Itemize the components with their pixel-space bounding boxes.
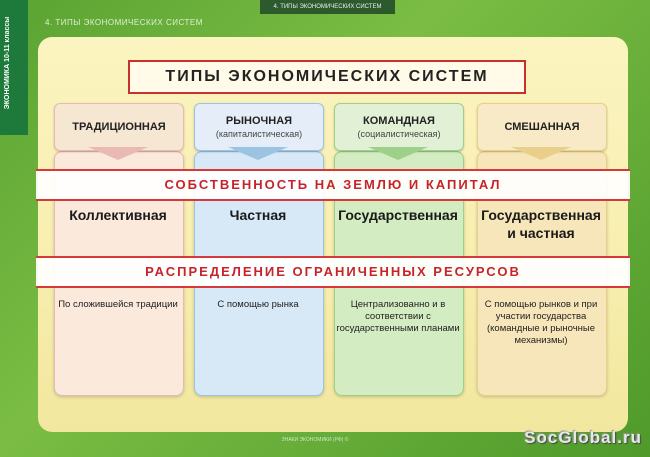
column-header: РЫНОЧНАЯ (капиталистическая) — [194, 103, 324, 151]
down-arrow-icon — [368, 147, 428, 160]
page-title: ТИПЫ ЭКОНОМИЧЕСКИХ СИСТЕМ — [128, 60, 526, 94]
ownership-value: Частная — [229, 207, 287, 223]
ownership-value: Коллективная — [69, 207, 167, 223]
subject-label: ЭКОНОМИКА 10-11 классы — [4, 16, 11, 110]
column-header: ТРАДИЦИОННАЯ — [54, 103, 184, 151]
distribution-value: По сложившейся традиции — [58, 299, 178, 310]
distribution-value: Централизованно и в соответствии с госуд… — [336, 299, 460, 334]
poster-subtitle: 4. ТИПЫ ЭКОНОМИЧЕСКИХ СИСТЕМ — [45, 18, 203, 27]
column-name: КОМАНДНАЯ — [363, 115, 435, 127]
footer-text: ЗНАКИ ЭКОНОМИКИ (РФ) © — [281, 437, 349, 443]
column-traditional: ТРАДИЦИОННАЯ Коллективная По сложившейся… — [54, 103, 184, 396]
distribution-value: С помощью рынка — [217, 299, 299, 310]
watermark: SocGlobal.ru — [524, 428, 642, 447]
distribution-value: С помощью рынков и при участии государст… — [484, 299, 598, 346]
top-label: 4. ТИПЫ ЭКОНОМИЧЕСКИХ СИСТЕМ — [260, 0, 395, 14]
column-header: СМЕШАННАЯ — [477, 103, 607, 151]
column-command: КОМАНДНАЯ (социалистическая) Государстве… — [334, 103, 464, 396]
column-header: КОМАНДНАЯ (социалистическая) — [334, 103, 464, 151]
column-name: ТРАДИЦИОННАЯ — [72, 121, 166, 133]
column-subname: (социалистическая) — [357, 129, 441, 139]
column-subname: (капиталистическая) — [215, 129, 303, 139]
distribution-band: РАСПРЕДЕЛЕНИЕ ОГРАНИЧЕННЫХ РЕСУРСОВ — [36, 256, 630, 288]
column-name: РЫНОЧНАЯ — [225, 115, 293, 127]
column-mixed: СМЕШАННАЯ Государственная и частная С по… — [477, 103, 607, 396]
ownership-band: СОБСТВЕННОСТЬ НА ЗЕМЛЮ И КАПИТАЛ — [36, 169, 630, 201]
subject-tab — [0, 0, 28, 135]
column-name: СМЕШАННАЯ — [504, 121, 580, 133]
ownership-value: Государственная и частная — [481, 207, 601, 241]
down-arrow-icon — [228, 147, 288, 160]
ownership-value: Государственная — [338, 207, 458, 223]
down-arrow-icon — [88, 147, 148, 160]
column-market: РЫНОЧНАЯ (капиталистическая) Частная С п… — [194, 103, 324, 396]
down-arrow-icon — [511, 147, 571, 160]
